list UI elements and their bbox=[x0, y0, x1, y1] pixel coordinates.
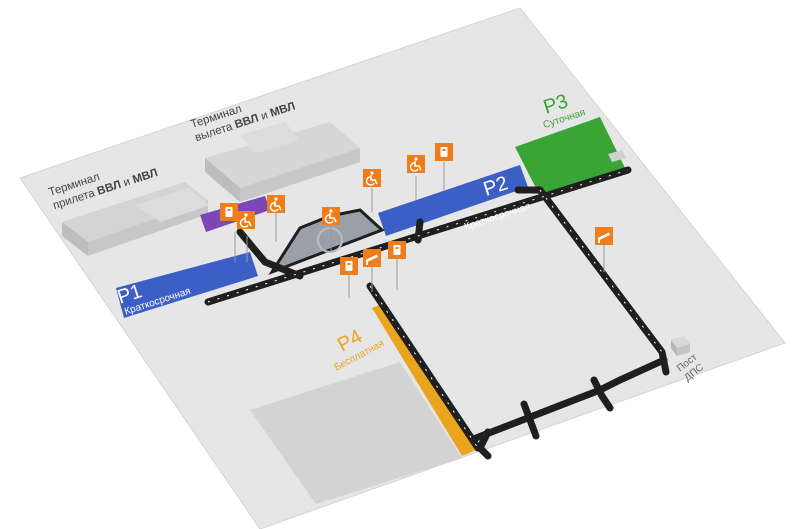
ticket-icon bbox=[435, 143, 453, 161]
wheelchair-icon bbox=[407, 155, 425, 173]
arrival-terminal-building bbox=[62, 182, 210, 256]
barrier-icon bbox=[595, 227, 613, 245]
dps-post-building bbox=[671, 336, 690, 356]
ticket-icon bbox=[388, 241, 406, 259]
barrier-icon bbox=[363, 249, 381, 267]
signs bbox=[220, 143, 613, 275]
departure-terminal-building bbox=[205, 122, 360, 202]
wheelchair-icon bbox=[363, 169, 381, 187]
road-markings bbox=[207, 169, 663, 449]
wheelchair-icon bbox=[267, 195, 285, 213]
sign-pins bbox=[234, 162, 605, 298]
ticket-icon bbox=[340, 257, 358, 275]
wheelchair-icon bbox=[322, 207, 340, 225]
building-lot bbox=[250, 362, 462, 504]
wheelchair-icon bbox=[237, 211, 255, 229]
ticket-icon bbox=[220, 203, 238, 221]
p2-lot bbox=[378, 165, 528, 236]
p4-road bbox=[372, 303, 476, 456]
terminal-plaza bbox=[268, 208, 385, 276]
p1-lot bbox=[116, 252, 258, 318]
